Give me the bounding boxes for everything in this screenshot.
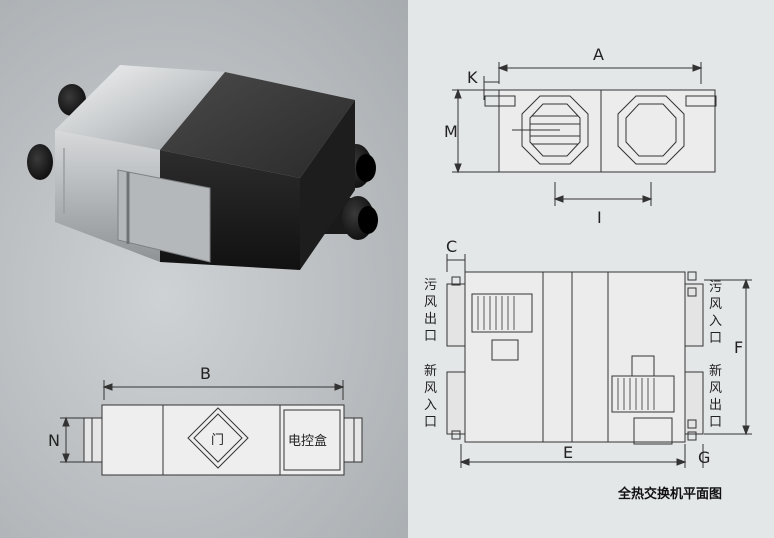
svg-text:口: 口 (709, 415, 722, 430)
svg-text:污: 污 (709, 280, 722, 295)
dim-label-k: K (467, 68, 478, 87)
heat-exchanger-unit-illustration (27, 65, 378, 270)
svg-text:出: 出 (424, 312, 437, 327)
upper-fan-icon (471, 293, 533, 333)
dim-label-i: I (597, 208, 602, 227)
dim-label-b: B (200, 364, 211, 383)
exhaust-outlet-label: 污 风 出 口 (424, 278, 437, 344)
svg-text:风: 风 (424, 381, 437, 396)
svg-text:入: 入 (709, 314, 722, 329)
right-port-octagon-icon (617, 95, 685, 165)
fresh-air-outlet-label: 新 风 出 口 (709, 363, 722, 430)
dim-label-e: E (563, 443, 573, 462)
side-view-drawing (60, 380, 363, 476)
side-port-icon (27, 144, 53, 180)
door-diamond-icon (187, 407, 249, 469)
fresh-air-inlet-label: 新 风 入 口 (424, 363, 437, 430)
svg-text:污: 污 (424, 278, 437, 293)
svg-text:风: 风 (424, 295, 437, 310)
drawing-caption: 全热交换机平面图 (618, 487, 723, 502)
svg-text:口: 口 (424, 415, 437, 430)
svg-text:出: 出 (709, 398, 722, 413)
dim-label-g: G (698, 448, 710, 467)
exhaust-inlet-label: 污 风 入 口 (709, 280, 722, 346)
svg-text:新: 新 (424, 363, 437, 379)
end-view-drawing (452, 62, 717, 206)
svg-text:风: 风 (709, 297, 722, 312)
svg-text:风: 风 (709, 381, 722, 396)
svg-text:新: 新 (709, 363, 722, 379)
plan-view-drawing (446, 254, 752, 468)
dim-label-f: F (734, 338, 743, 357)
svg-text:口: 口 (424, 329, 437, 344)
control-box-label: 电控盒 (288, 433, 327, 449)
door-label: 门 (211, 433, 224, 448)
dim-label-c: C (446, 237, 457, 256)
svg-text:入: 入 (424, 398, 437, 413)
left-port-octagon-icon (521, 95, 589, 165)
dim-label-a: A (593, 45, 604, 64)
dim-label-n: N (48, 431, 60, 450)
svg-text:口: 口 (709, 331, 722, 346)
dim-label-m: M (444, 122, 458, 141)
